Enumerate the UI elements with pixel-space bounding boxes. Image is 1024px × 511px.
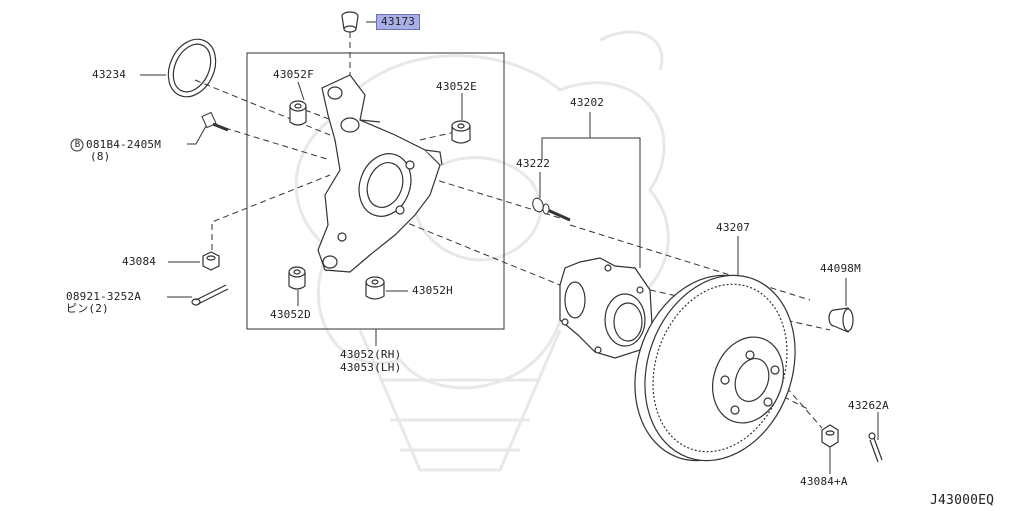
part-label-43084[interactable]: 43084: [122, 255, 157, 268]
brake-disc-43207: [634, 274, 796, 462]
part-label-43052e[interactable]: 43052E: [436, 80, 477, 93]
part-label-43202[interactable]: 43202: [570, 96, 605, 109]
leader-43052f: [297, 81, 305, 101]
part-label-bolt-code[interactable]: 081B4-2405M: [86, 138, 162, 151]
diagram-id: J43000EQ: [930, 493, 995, 508]
part-label-43052d[interactable]: 43052D: [270, 308, 311, 321]
hub-bolt-43222: [532, 197, 571, 222]
part-label-43262a[interactable]: 43262A: [848, 399, 889, 412]
knuckle-bolt: [201, 111, 229, 132]
part-label-43207[interactable]: 43207: [716, 221, 751, 234]
part-label-43222[interactable]: 43222: [516, 157, 551, 170]
part-label-bolt-qty: (8): [90, 150, 111, 163]
cotter-pin: [191, 284, 229, 306]
seal-ring-43234: [167, 38, 217, 98]
part-label-43084a[interactable]: 43084+A: [800, 475, 848, 488]
part-label-pin-code[interactable]: 08921-3252A: [66, 290, 142, 303]
part-label-43052f[interactable]: 43052F: [273, 68, 314, 81]
part-label-43052-rh[interactable]: 43052(RH): [340, 348, 402, 361]
nut-43084a: [821, 424, 839, 448]
leader-bolt: [187, 125, 207, 145]
cotter-pin-43262a: [868, 432, 883, 463]
part-label-43052h[interactable]: 43052H: [412, 284, 453, 297]
bushing-43052d: [288, 266, 306, 290]
plug-44098m: [828, 307, 854, 333]
part-label-43234[interactable]: 43234: [92, 68, 127, 81]
nut-43084: [202, 251, 220, 271]
bushing-43052h: [365, 276, 385, 300]
cap-43173: [341, 11, 359, 33]
steering-knuckle: [317, 74, 443, 273]
part-label-44098m[interactable]: 44098M: [820, 262, 861, 275]
bushing-43052f: [289, 100, 307, 126]
leader-43202: [541, 137, 641, 268]
bushing-43052e: [451, 120, 471, 144]
bolt-symbol-b-icon: [70, 138, 84, 152]
part-label-pin-desc: ピン(2): [66, 302, 109, 315]
bolt-symbol-letter: B: [74, 140, 81, 150]
part-label-43173[interactable]: 43173: [376, 14, 421, 30]
part-label-43053-lh[interactable]: 43053(LH): [340, 361, 402, 374]
hub-bearing-43202: [559, 257, 653, 359]
